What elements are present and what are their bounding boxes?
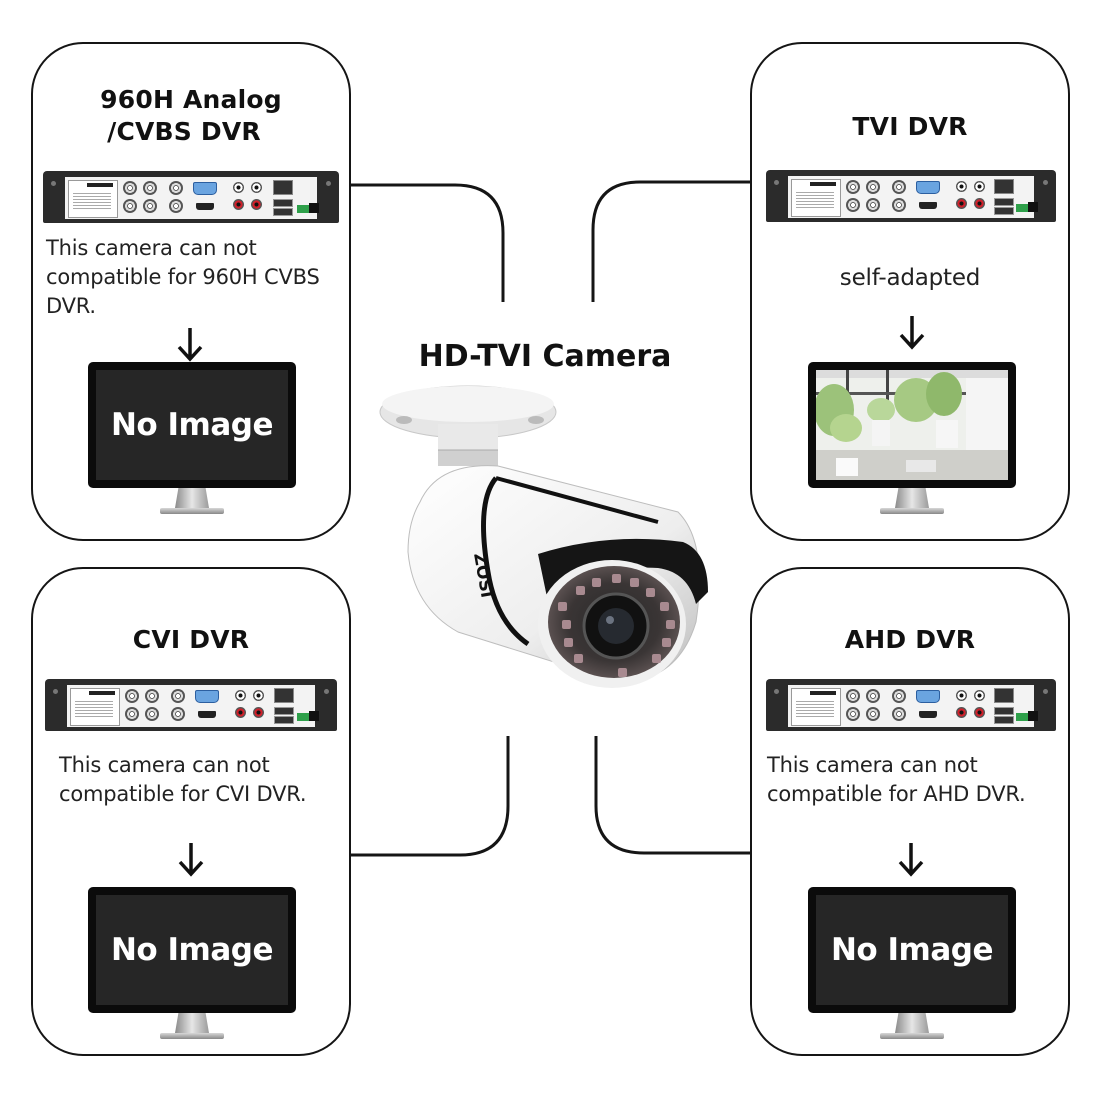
panel-cvi-dvr: CVI DVR This camera can not compatible f…: [31, 567, 351, 1056]
monitor-stand: [175, 488, 209, 508]
monitor-stand: [895, 1013, 929, 1033]
panel-description: self-adapted: [839, 265, 981, 291]
dvr-rear-panel-image: [45, 679, 337, 731]
camera-title: HD-TVI Camera: [418, 339, 672, 374]
panel-title: CVI DVR: [132, 625, 250, 654]
panel-title: 960H Analog /CVBS DVR: [100, 85, 282, 146]
panel-description: This camera can not compatible for 960H …: [46, 236, 320, 318]
monitor-no-image: No Image: [88, 362, 296, 514]
bullet-camera-icon: ZOSI: [379, 385, 708, 688]
monitor-live-view: [808, 362, 1016, 514]
monitor-stand: [895, 488, 929, 508]
monitor-no-image: No Image: [88, 887, 296, 1039]
no-image-label: No Image: [110, 407, 274, 443]
dvr-rear-panel-image: [43, 171, 339, 223]
arrow-down-icon: [177, 328, 203, 362]
panel-960h-dvr: 960H Analog /CVBS DVR This camera can no…: [31, 42, 351, 541]
monitor-stand: [175, 1013, 209, 1033]
no-image-label: No Image: [110, 932, 274, 968]
panel-description: This camera can not compatible for CVI D…: [59, 753, 307, 806]
panel-title: AHD DVR: [844, 625, 976, 654]
dvr-rear-panel-image: [766, 679, 1056, 731]
arrow-down-icon: [178, 843, 204, 877]
monitor-no-image: No Image: [808, 887, 1016, 1039]
panel-description: This camera can not compatible for AHD D…: [767, 753, 1026, 806]
arrow-down-icon: [899, 316, 925, 350]
no-image-label: No Image: [830, 932, 994, 968]
live-video-image: [816, 370, 1008, 480]
arrow-down-icon: [898, 843, 924, 877]
panel-title: TVI DVR: [852, 112, 968, 141]
panel-ahd-dvr: AHD DVR This camera can not compatible f…: [750, 567, 1070, 1056]
dvr-rear-panel-image: [766, 170, 1056, 222]
panel-tvi-dvr: TVI DVR self-adapted: [750, 42, 1070, 541]
